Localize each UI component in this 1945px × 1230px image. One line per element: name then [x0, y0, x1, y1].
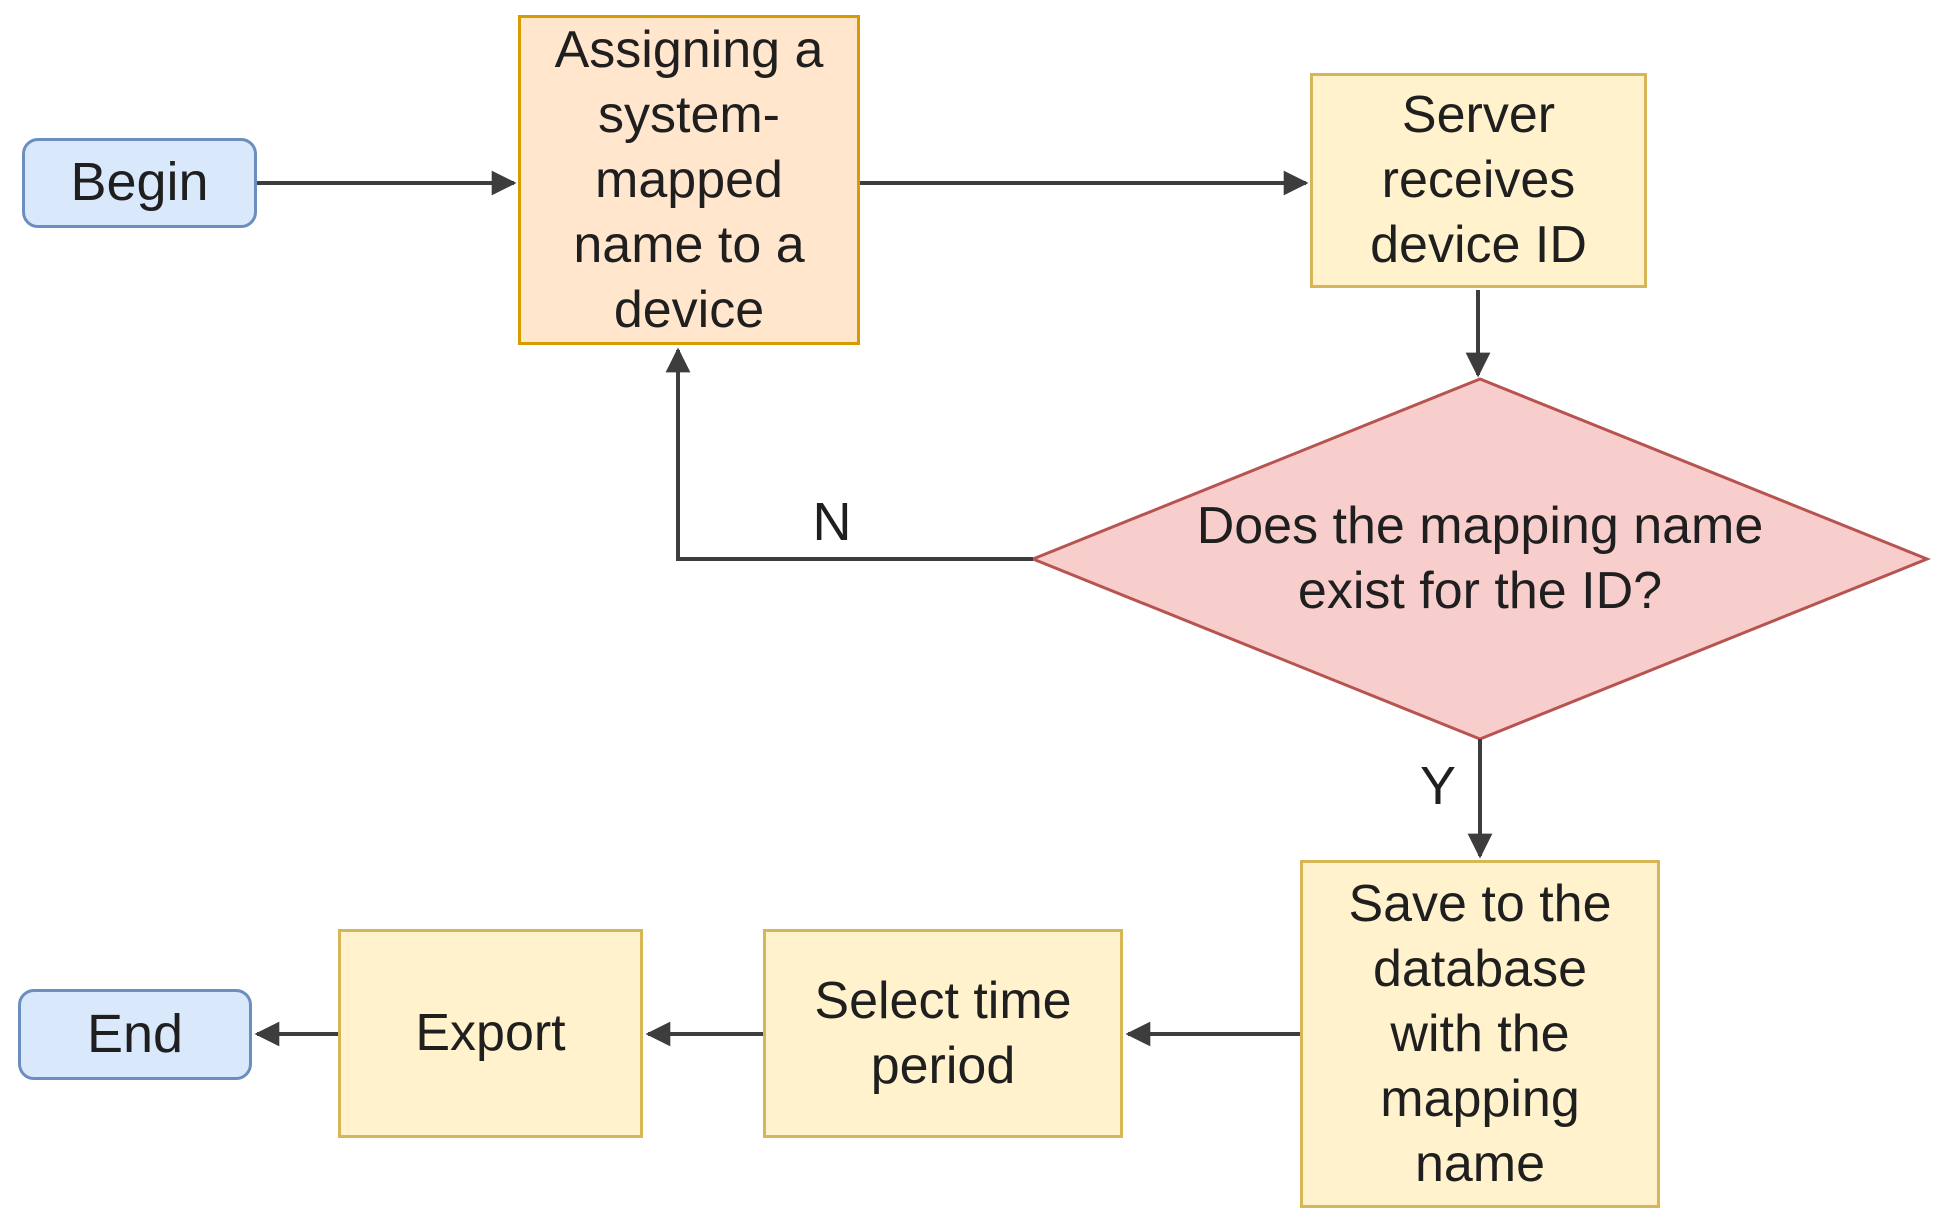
node-end: End: [18, 989, 252, 1080]
node-decision-label: Does the mapping name exist for the ID?: [1196, 497, 1764, 620]
node-assign-system-mapped-name: Assigning a system-mapped name to a devi…: [518, 15, 860, 345]
node-select-time-period: Select time period: [763, 929, 1123, 1138]
node-end-label: End: [86, 1003, 184, 1064]
decision-diamond: [1028, 377, 1932, 741]
node-decision-mapping-name-exists: Does the mapping name exist for the ID?: [1160, 479, 1800, 639]
node-begin: Begin: [22, 138, 257, 228]
node-server-label: Server receives device ID: [1370, 86, 1587, 274]
node-save-label: Save to the database with the mapping na…: [1348, 874, 1612, 1193]
node-export: Export: [338, 929, 643, 1138]
node-assign-label: Assigning a system-mapped name to a devi…: [554, 20, 824, 339]
edge-label-no: N: [812, 492, 852, 552]
node-select-label: Select time period: [814, 971, 1072, 1095]
node-server-receives-device-id: Server receives device ID: [1310, 73, 1647, 288]
node-save-to-database: Save to the database with the mapping na…: [1300, 860, 1660, 1208]
edge-decision-no-to-assign: [665, 347, 1033, 561]
edge-label-yes: Y: [1419, 756, 1457, 816]
node-export-label: Export: [415, 1004, 566, 1062]
node-begin-label: Begin: [70, 152, 209, 213]
